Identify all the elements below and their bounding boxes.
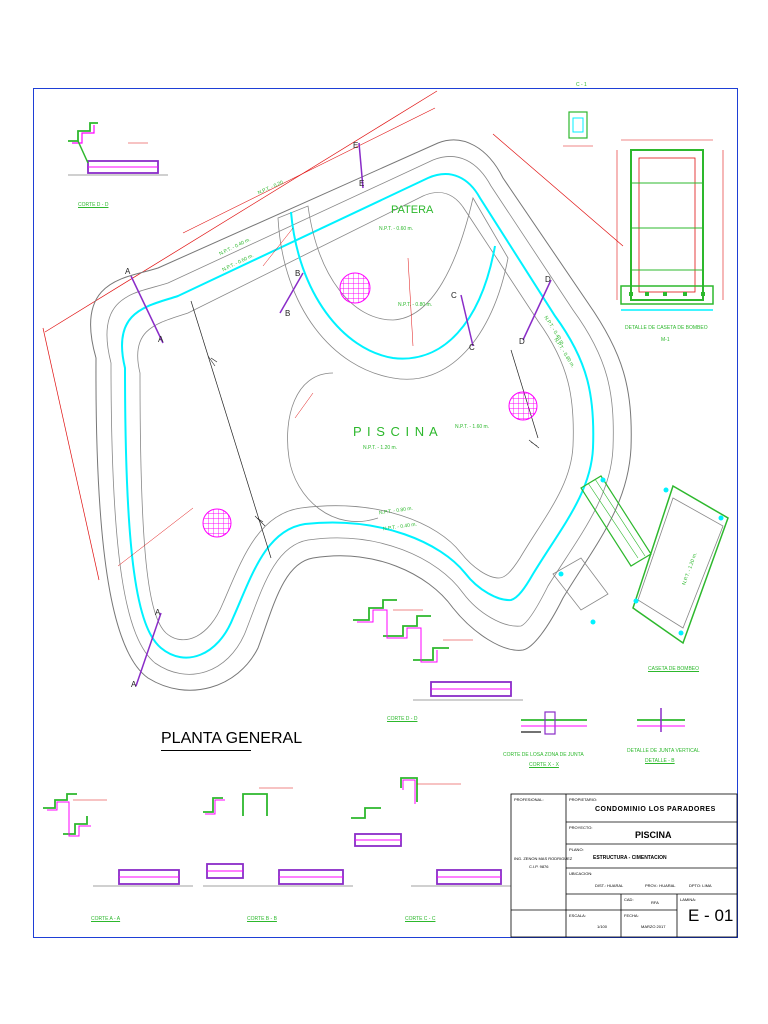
section-mark-b: B [295,269,300,278]
section-cut-b [279,272,304,314]
drain-pit [508,391,538,421]
project-label: PROYECTO: [569,825,593,830]
pool-floor-line [287,372,379,522]
deck-outline [90,139,632,691]
joint-vertical-label: DETALLE DE JUNTA VERTICAL [627,748,700,754]
section-mark-d: D [545,275,551,284]
section-dd-mid-label: CORTE D - D [387,716,418,722]
dimension-line [44,90,438,333]
professional-label: PROFESIONAL: [514,797,544,802]
professional-cip: C.I.P. 9876 [529,864,549,869]
section-cut-a [130,275,164,344]
joint-slab-label: CORTE DE LOSA ZONA DE JUNTA [503,752,584,758]
patera-wall [277,196,509,380]
pump-house-label: CASETA DE BOMBEO [648,666,700,672]
province-value: PROV.: HUARAL [645,883,676,888]
pump-house-detail [616,139,724,311]
dimension-line [117,507,194,567]
drain-pit [202,508,232,538]
pool-level: N.P.T. - 1.20 m. [363,445,398,451]
date-label: FECHA: [624,913,639,918]
dimension-line [42,327,100,581]
dimension-line [407,257,414,347]
section-cut-d [522,279,552,341]
joint-slab-detail [521,711,587,735]
patera-edge [290,211,496,360]
plan-value: ESTRUCTURA - CIMENTACION [593,855,667,861]
department-value: DPTO: LIMA [689,883,712,888]
section-cc-label: CORTE C - C [405,916,436,922]
section-mark-d: D [519,337,525,346]
title-block-grid [510,793,738,938]
main-title-underline [161,750,251,751]
column-label: C - 1 [576,82,587,88]
section-mark-c: C [469,343,475,352]
pump-house-plan [632,484,729,645]
drawing-sheet: A A A A B B C C D D E E PLANTA GENERAL P I S C I N … [33,82,738,938]
drain-pit [339,272,371,304]
section-dd-top-label: CORTE D - D [78,202,109,208]
pool-inner-wall [137,192,574,641]
joint-vertical-detail [637,708,685,732]
owner-label: PROPIETARIO: [569,797,598,802]
sheet-number-label: LAMINA: [680,897,697,902]
section-mark-c: C [451,291,457,300]
patera-level-2: N.P.T. - 0.80 m. [398,302,433,308]
dimension-line [492,133,624,247]
dimension-line [182,107,436,234]
date-value: MARZO 2017 [641,924,666,929]
plan-label: PLANO: [569,847,584,852]
pump-house-detail-label: DETALLE DE CASETA DE BOMBEO [625,325,708,331]
joint-vertical-sub: DETALLE - B [645,758,675,764]
pool-label: P I S C I N A [353,424,439,439]
section-mark-a: A [155,608,161,617]
dimension-line [262,227,294,267]
project-value: PISCINA [635,830,672,840]
section-bb-detail [203,787,353,887]
section-detail-mid [353,599,523,701]
pool-edge [120,173,595,659]
pool-level-right: N.P.T. - 1.60 m. [455,424,490,430]
section-mark-b: B [285,309,290,318]
district-value: DIST.: HUARAL [595,883,624,888]
section-cut-c [460,294,474,347]
section-marks: A A A A B B C C D D E E [125,141,551,689]
section-aa-label: CORTE A - A [91,916,121,922]
section-mark-a: A [125,267,131,276]
owner-value: CONDOMINIO LOS PARADORES [595,806,716,813]
cad-label: CAD: [624,897,634,902]
section-bb-label: CORTE B - B [247,916,277,922]
section-mark-a: A [158,335,164,344]
section-mark-a: A [131,680,137,689]
pump-house-detail-sub: M-1 [661,337,670,343]
professional-name: ING. ZENON MAS RODRIGUEZ [514,856,573,861]
section-cut-a [135,612,162,687]
patera-label: PATERA [391,204,434,216]
scale-label: ESCALA: [569,913,586,918]
sheet-border [33,88,738,938]
section-aa-detail [43,793,193,887]
section-mark-e: E [359,179,364,188]
section-cut-e [358,142,364,189]
joint-line [190,300,272,559]
detail-marks [207,355,540,527]
deck-inner-outline [106,156,614,675]
plan-drawing: A A A A B B C C D D E E [33,88,738,938]
patera-level: N.P.T. - 0.60 m. [379,226,414,232]
section-detail-top [68,122,168,176]
sheet-number: E - 01 [688,906,734,925]
dimension-line [294,392,314,419]
main-title: PLANTA GENERAL [161,730,303,747]
scale-value: 1/100 [597,924,608,929]
joint-slab-sub: CORTE X - X [529,762,559,768]
section-mark-e: E [353,141,358,150]
cad-value: RFA [651,900,659,905]
column-detail [563,111,593,147]
section-cc-detail [351,777,511,887]
location-label: UBICACION: [569,871,593,876]
